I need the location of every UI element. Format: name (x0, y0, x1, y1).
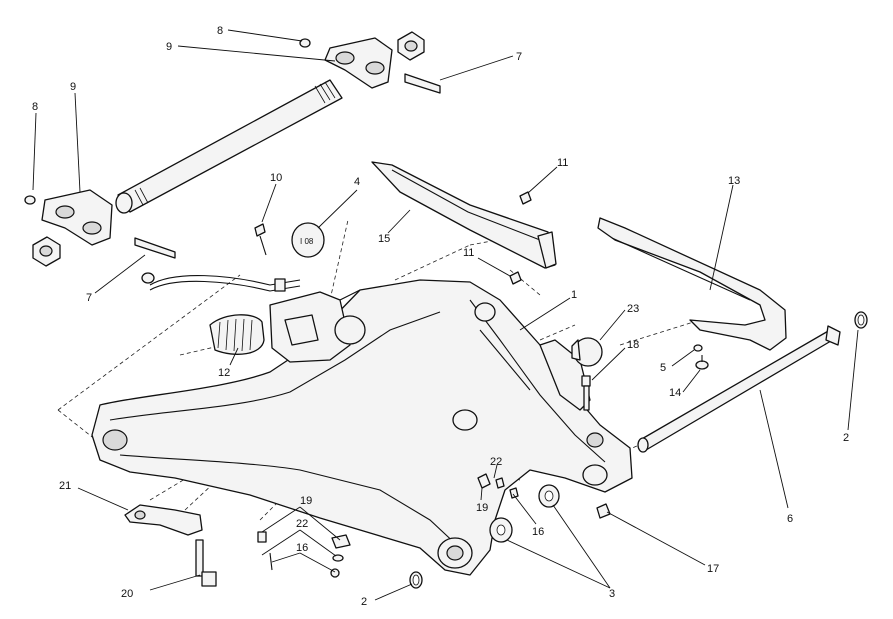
screws-11 (509, 191, 532, 285)
callout-11: 11 (463, 247, 474, 259)
washers-3 (489, 484, 560, 543)
rear-axle (637, 325, 841, 453)
eccentric-adjuster-left (24, 189, 176, 267)
callout-2: 2 (843, 432, 849, 444)
callout-20: 20 (121, 588, 133, 600)
callout-22: 22 (296, 518, 308, 530)
callout-16: 16 (296, 542, 308, 554)
leader-lines (32, 29, 859, 601)
swingarm-body (91, 279, 633, 576)
callout-23: 23 (627, 303, 639, 315)
rubber-cover (209, 314, 265, 355)
callout-3: 3 (609, 588, 615, 600)
callout-6: 6 (787, 513, 793, 525)
small-parts-5-14 (693, 344, 709, 370)
callout-4: 4 (354, 176, 360, 188)
ring-washer-bottom (409, 571, 423, 589)
callout-2: 2 (361, 596, 367, 608)
callout-9: 9 (166, 41, 172, 53)
eccentric-adjuster-upper (299, 31, 441, 94)
callout-19: 19 (300, 495, 312, 507)
callout-labels: 8 9 7 8 9 7 10 4 11 15 11 13 1 23 18 5 1… (32, 25, 849, 608)
callout-21: 21 (59, 480, 71, 492)
cap-plug: I 08 (291, 222, 325, 258)
chain-guard (371, 161, 557, 269)
small-part-17 (596, 503, 611, 519)
callout-5: 5 (660, 362, 666, 374)
callout-7: 7 (516, 51, 522, 63)
callout-16: 16 (532, 526, 544, 538)
callout-11: 11 (557, 157, 568, 169)
callout-12: 12 (218, 367, 230, 379)
callout-18: 18 (627, 339, 639, 351)
bracket-21 (124, 504, 203, 536)
callout-1: 1 (571, 289, 577, 301)
callout-9: 9 (70, 81, 76, 93)
bolt-20 (195, 539, 217, 587)
callout-8: 8 (32, 101, 38, 113)
ring-washer-right (854, 311, 868, 329)
bolt-18 (581, 375, 591, 411)
sensor-23 (571, 337, 603, 367)
callout-7: 7 (86, 292, 92, 304)
screw-10 (254, 223, 267, 256)
callout-8: 8 (217, 25, 223, 37)
hose-line (141, 272, 301, 292)
callout-17: 17 (707, 563, 719, 575)
pivot-shaft-tube (115, 79, 343, 214)
callout-15: 15 (378, 233, 390, 245)
callout-14: 14 (669, 387, 681, 399)
svg-text:I 08: I 08 (300, 237, 314, 246)
callout-10: 10 (270, 172, 282, 184)
callout-13: 13 (728, 175, 740, 187)
chain-slider (597, 217, 787, 351)
callout-19: 19 (476, 502, 488, 514)
callout-22: 22 (490, 456, 502, 468)
